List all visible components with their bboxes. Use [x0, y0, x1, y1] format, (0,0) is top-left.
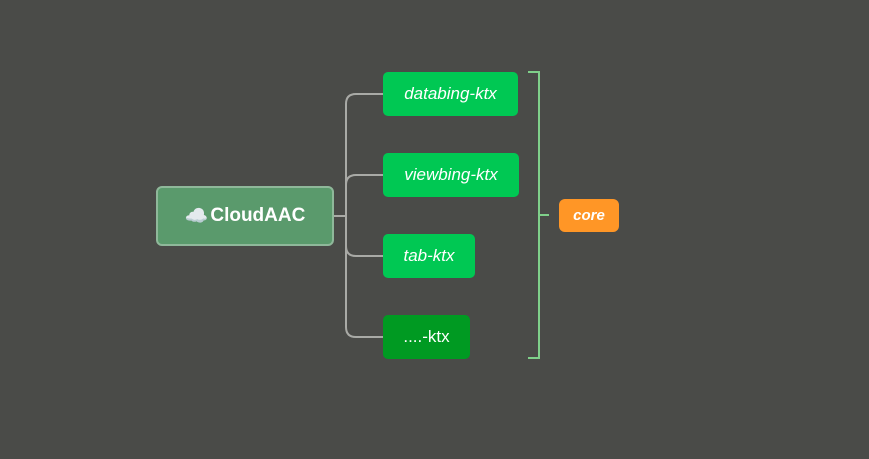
cloud-icon: ☁️ — [184, 206, 209, 227]
child-node-label: viewbing-ktx — [404, 165, 498, 184]
child-node-databing[interactable]: databing-ktx — [383, 72, 518, 116]
root-node-label: CloudAAC — [210, 205, 306, 226]
child-node-label: databing-ktx — [404, 84, 497, 103]
child-node-tab[interactable]: tab-ktx — [383, 234, 475, 278]
branch-connector-more — [345, 216, 383, 338]
branch-connector-databing — [345, 93, 383, 216]
root-node[interactable]: ☁️ CloudAAC — [156, 186, 334, 246]
child-node-label: ....-ktx — [403, 327, 450, 346]
summary-bracket — [528, 71, 549, 359]
child-node-viewbing[interactable]: viewbing-ktx — [383, 153, 519, 197]
branch-connector-tab — [345, 216, 383, 257]
summary-node-core[interactable]: core — [559, 199, 619, 232]
child-node-label: tab-ktx — [403, 246, 455, 265]
child-node-more[interactable]: ....-ktx — [383, 315, 470, 359]
summary-node-label: core — [573, 207, 605, 224]
branch-connector-viewbing — [345, 174, 383, 216]
